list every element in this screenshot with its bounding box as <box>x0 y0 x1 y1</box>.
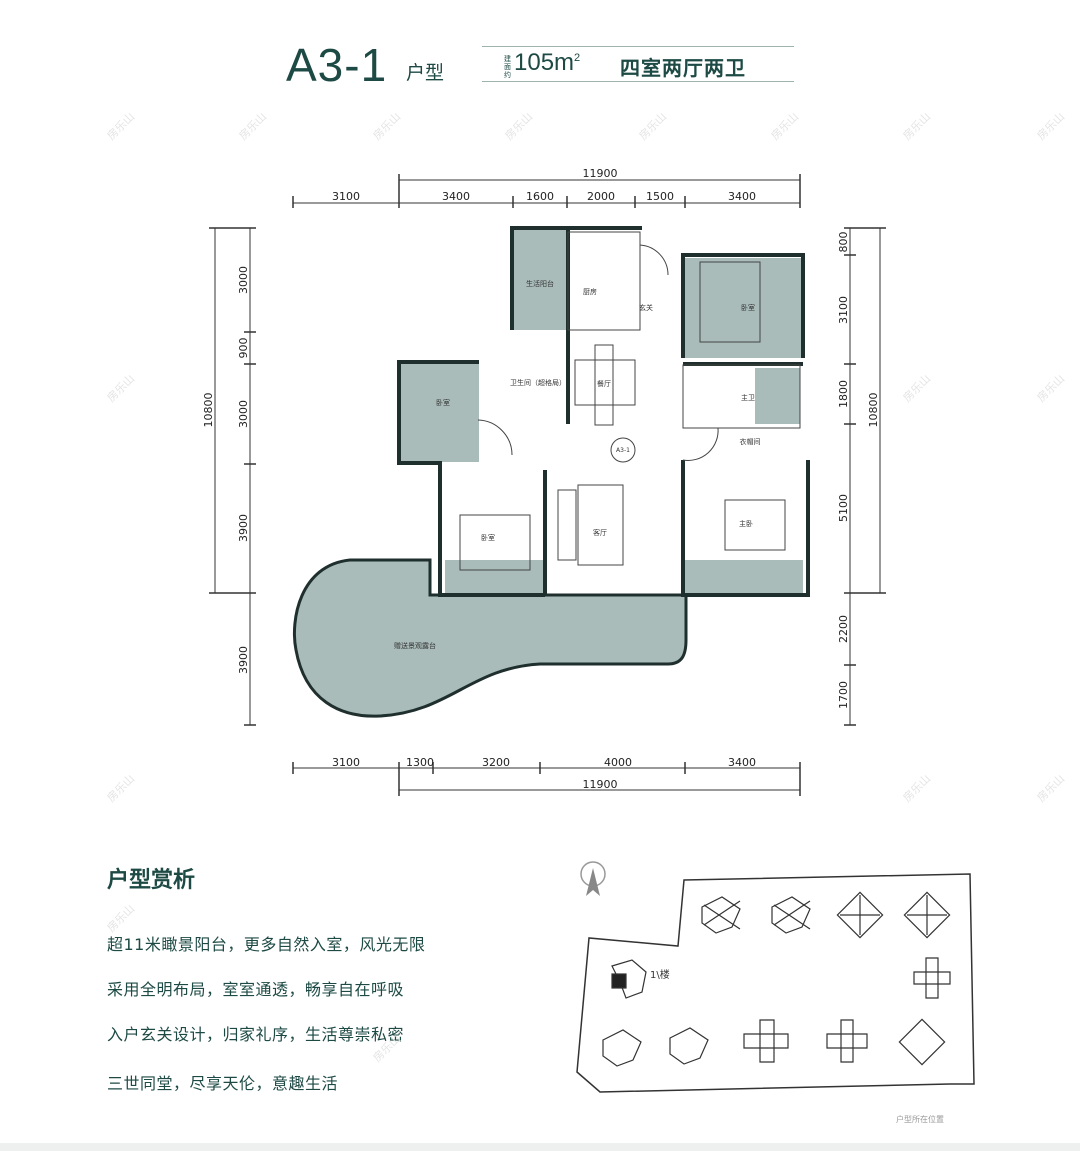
room-label: 主卫 <box>741 393 755 402</box>
dim-label: 3100 <box>837 296 850 324</box>
terrace-area <box>292 558 688 718</box>
shaded-rooms <box>399 230 803 595</box>
area-value: 105m2 <box>514 49 580 77</box>
dim-label: 3400 <box>442 190 470 203</box>
building <box>771 896 811 934</box>
analysis-line: 超11米瞰景阳台，更多自然入室，风光无限 <box>107 935 426 954</box>
dim-label: 800 <box>837 232 850 253</box>
dim-label: 3000 <box>237 400 250 428</box>
dim-label: 1600 <box>526 190 554 203</box>
dim-label: 3400 <box>728 190 756 203</box>
building <box>701 896 741 934</box>
interior-lines <box>459 231 801 571</box>
dim-bottom-total: 11900 <box>583 778 618 791</box>
bottom-bar <box>0 1143 1080 1151</box>
dim-label: 2200 <box>837 615 850 643</box>
dim-label: 3900 <box>237 514 250 542</box>
dim-label: 1700 <box>837 681 850 709</box>
building <box>743 1019 789 1063</box>
dim-label: 3400 <box>728 756 756 769</box>
dim-top-total: 11900 <box>583 167 618 180</box>
dimension-labels: 11900 3100 3400 1600 2000 1500 3400 3100… <box>202 167 880 791</box>
room-label: 卧室 <box>741 303 755 312</box>
unit-tag: A3-1 <box>616 447 630 454</box>
building <box>669 1027 709 1065</box>
dim-label: 900 <box>237 338 250 359</box>
analysis-line: 采用全明布局，室室通透，畅享自在呼吸 <box>107 980 405 999</box>
north-arrow-icon <box>580 861 606 896</box>
dim-left-total: 10800 <box>202 393 215 428</box>
analysis-title: 户型赏析 <box>107 868 196 893</box>
dim-label: 5100 <box>837 494 850 522</box>
area-sup: 2 <box>574 52 581 64</box>
room-label: 客厅 <box>593 528 607 537</box>
building <box>826 1019 868 1063</box>
dim-label: 1500 <box>646 190 674 203</box>
area-number: 105m <box>514 49 575 76</box>
header-band <box>482 46 794 82</box>
room-label: 卧室 <box>436 398 450 407</box>
dim-label: 4000 <box>604 756 632 769</box>
site-map: 1\楼 户型所在位置 <box>576 861 975 1124</box>
dim-label: 1800 <box>837 380 850 408</box>
site-caption: 户型所在位置 <box>896 1114 944 1124</box>
room-label: 厨房 <box>583 287 597 296</box>
room-label: 餐厅 <box>597 379 611 388</box>
dim-label: 3100 <box>332 190 360 203</box>
room-label: 玄关 <box>639 303 653 312</box>
building-label: 1\楼 <box>650 968 670 981</box>
site-boundary <box>576 873 975 1093</box>
building <box>602 1029 642 1067</box>
dim-label: 3900 <box>237 646 250 674</box>
layout-text: 四室两厅两卫 <box>620 56 746 80</box>
buildings <box>602 891 951 1067</box>
building <box>898 1018 946 1066</box>
unit-suffix: 户型 <box>406 62 445 84</box>
room-label: 生活阳台 <box>526 279 554 288</box>
room-label: 卫生间（超格局） <box>510 378 566 387</box>
room-label: 衣帽间 <box>740 437 761 446</box>
dim-label: 1300 <box>406 756 434 769</box>
room-label: 卧室 <box>481 533 495 542</box>
dim-label: 3100 <box>332 756 360 769</box>
building <box>913 957 951 999</box>
dim-label: 2000 <box>587 190 615 203</box>
room-labels: 生活阳台 厨房 玄关 卧室 卧室 卫生间（超格局） 餐厅 主卫 衣帽间 客厅 卧… <box>394 279 761 650</box>
building-current <box>611 959 647 999</box>
analysis-line: 三世同堂，尽享天伦，意趣生活 <box>107 1074 339 1093</box>
unit-title: A3-1 <box>286 39 388 91</box>
dim-label: 3200 <box>482 756 510 769</box>
dim-label: 3000 <box>237 266 250 294</box>
building <box>836 891 884 939</box>
room-label: 主卧 <box>739 519 753 528</box>
floor-plan: 11900 3100 3400 1600 2000 1500 3400 3100… <box>202 167 886 796</box>
room-label: 赠送景观露台 <box>394 641 436 650</box>
dimension-lines <box>209 174 886 796</box>
analysis-line: 入户玄关设计，归家礼序，生活尊崇私密 <box>107 1025 405 1044</box>
area-prefix: 建面约 <box>504 55 511 79</box>
dim-right-total: 10800 <box>867 393 880 428</box>
building <box>903 891 951 939</box>
